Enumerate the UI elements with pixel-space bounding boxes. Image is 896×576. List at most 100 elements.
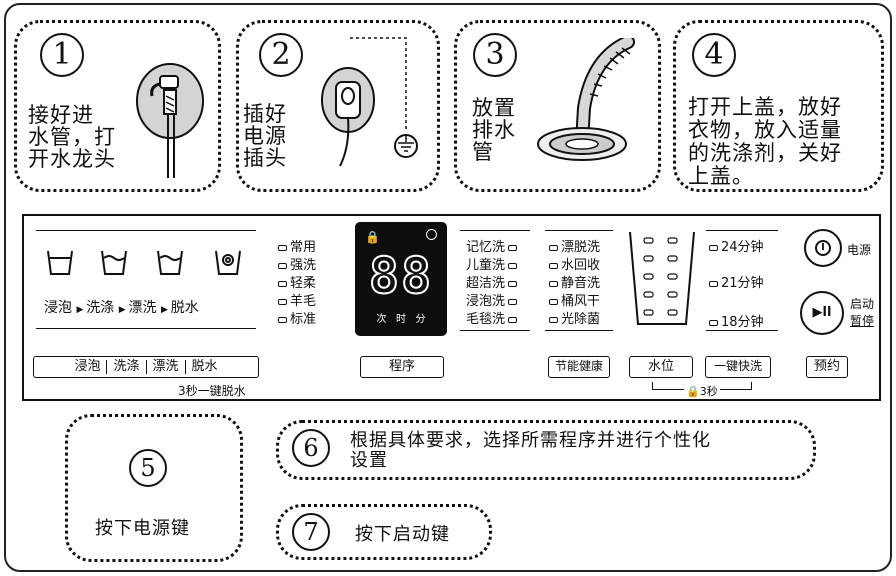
child-lock-hint: 🔒3秒	[684, 383, 720, 399]
step-1-number: 1	[40, 33, 84, 77]
step-4-line: 上盖。	[688, 164, 754, 188]
outer-frame	[4, 3, 892, 572]
power-icon: I	[815, 240, 831, 256]
indicator-light-icon	[278, 262, 287, 269]
stage-spin-label: 脱水	[170, 300, 199, 316]
step-1-line: 开水龙头	[28, 147, 116, 171]
time-label: 24分钟	[721, 240, 764, 255]
step-3-line: 管	[472, 140, 494, 164]
option-indicator[interactable]: 浸泡洗	[466, 290, 520, 309]
divider-line	[706, 330, 778, 331]
soak-button[interactable]: 浸泡	[74, 359, 101, 374]
step-6-number: 6	[292, 429, 330, 467]
divider-line	[460, 230, 530, 231]
option-indicator[interactable]: 常用	[275, 236, 316, 255]
eco-health-button[interactable]: 节能健康	[548, 356, 610, 378]
option-indicator[interactable]: 轻柔	[275, 272, 316, 291]
option-indicator[interactable]: 水回收	[546, 254, 600, 273]
option-label: 桶风干	[561, 294, 601, 309]
step-3-line: 排水	[472, 118, 516, 142]
drain-pipe-illustration	[537, 38, 635, 161]
quick-wash-button[interactable]: 一键快洗	[705, 356, 771, 378]
option-indicator[interactable]: 漂脱洗	[546, 236, 600, 255]
option-label: 水回收	[561, 258, 601, 273]
time-indicator: 18分钟	[706, 311, 764, 330]
option-label: 记忆洗	[466, 240, 506, 255]
rinse-button[interactable]: 漂洗	[152, 359, 179, 374]
time-label: 18分钟	[721, 315, 764, 330]
divider-line	[545, 230, 613, 231]
indicator-light-icon	[549, 298, 558, 305]
step-6-line: 根据具体要求，选择所需程序并进行个性化	[350, 430, 711, 451]
option-indicator[interactable]: 羊毛	[275, 290, 316, 309]
unit-label: 时	[396, 314, 406, 325]
option-label: 儿童洗	[466, 258, 506, 273]
step-7-text: 按下启动键	[355, 524, 450, 545]
option-indicator[interactable]: 超洁洗	[466, 272, 520, 291]
spin-button[interactable]: 脱水	[191, 359, 218, 374]
indicator-light-icon	[508, 280, 518, 287]
tub-wash-icon	[101, 250, 127, 275]
stage-soak-label: 浸泡	[44, 300, 72, 316]
arrow-icon: ▶	[76, 305, 87, 315]
indicator-light-icon	[709, 280, 718, 287]
wash-button[interactable]: 洗涤	[113, 359, 140, 374]
option-label: 漂脱洗	[561, 240, 601, 255]
option-indicator[interactable]: 儿童洗	[466, 254, 520, 273]
indicator-light-icon	[549, 316, 558, 323]
start-pause-button[interactable]: ▶ll	[800, 291, 844, 335]
option-indicator[interactable]: 静音洗	[546, 272, 600, 291]
separator	[145, 359, 147, 374]
power-label: 电源	[847, 243, 872, 257]
step-1-text: 接好进 水管，打 开水龙头	[28, 104, 116, 170]
water-level-button[interactable]: 水位	[629, 356, 693, 378]
lock-icon: 🔒	[365, 230, 380, 244]
option-indicator[interactable]: 光除菌	[546, 308, 600, 327]
stage-button-group: 浸泡洗涤漂洗脱水	[33, 356, 259, 378]
option-indicator[interactable]: 记忆洗	[466, 236, 520, 255]
option-label: 常用	[290, 240, 317, 255]
step-5-text: 按下电源键	[95, 518, 190, 539]
program-button[interactable]: 程序	[360, 356, 444, 378]
option-label: 强洗	[290, 258, 317, 273]
step-3-line: 放置	[472, 96, 516, 120]
separator	[106, 359, 108, 374]
power-button[interactable]: I	[804, 229, 842, 267]
option-label: 羊毛	[290, 294, 317, 309]
option-label: 静音洗	[561, 276, 601, 291]
display-digits: 88	[368, 247, 434, 305]
indicator-light-icon	[709, 319, 718, 326]
tub-rinse-icon	[157, 250, 183, 275]
step-3-number: 3	[473, 33, 517, 77]
clock-icon	[426, 229, 437, 240]
water-level-gauge	[629, 231, 695, 325]
stage-labels: 浸泡 ▶ 洗涤 ▶ 漂洗 ▶ 脱水	[44, 297, 199, 317]
reserve-button[interactable]: 预约	[806, 356, 848, 378]
indicator-light-icon	[508, 298, 518, 305]
step-4-text: 打开上盖，放好 衣物，放入适量 的洗涤剂，关好 上盖。	[688, 96, 842, 188]
option-indicator[interactable]: 毛毯洗	[466, 308, 520, 327]
arrow-icon: ▶	[118, 305, 129, 315]
display-units: 次 时 分	[355, 310, 447, 325]
indicator-light-icon	[278, 316, 287, 323]
step-3-box	[454, 20, 661, 192]
step-6-box	[276, 420, 816, 480]
indicator-light-icon	[508, 244, 518, 251]
option-indicator[interactable]: 桶风干	[546, 290, 600, 309]
step-4-line: 衣物，放入适量	[688, 118, 842, 142]
time-label: 21分钟	[721, 276, 764, 291]
option-indicator[interactable]: 标准	[275, 308, 316, 327]
divider-line	[545, 330, 613, 331]
step-2-line: 电源	[243, 124, 287, 148]
step-1-box	[14, 20, 221, 192]
stage-wash-label: 洗涤	[86, 300, 115, 316]
step-5-number: 5	[129, 449, 167, 487]
lcd-display: 🔒 88 次 时 分	[355, 222, 447, 336]
indicator-light-icon	[508, 316, 518, 323]
time-indicator: 24分钟	[706, 236, 764, 255]
power-plug-illustration	[321, 37, 418, 167]
step-7-box	[276, 504, 492, 560]
step-4-number: 4	[692, 33, 736, 77]
control-panel	[22, 214, 881, 401]
option-indicator[interactable]: 强洗	[275, 254, 316, 273]
